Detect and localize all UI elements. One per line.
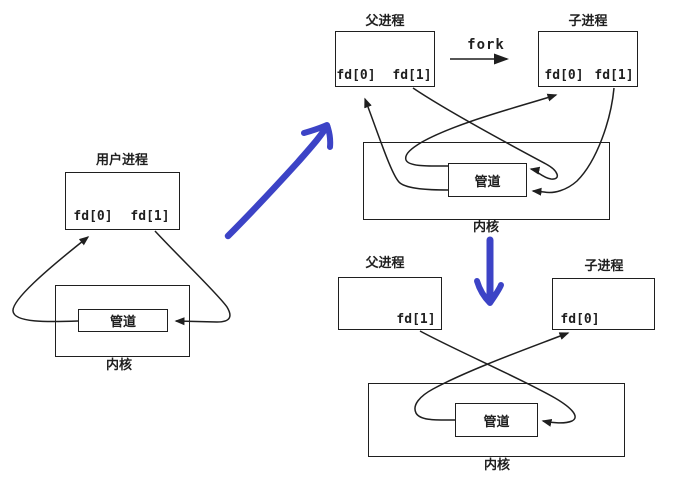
d3-parent-fd1-label: fd[1] <box>396 312 436 327</box>
d3-parent-write-curve <box>419 330 576 427</box>
d1-pipe-box: 管道 <box>78 309 168 332</box>
d3-child-process-label: 子进程 <box>584 258 624 273</box>
d3-pipe-box: 管道 <box>455 403 538 437</box>
d2-child-fd1-label: fd[1] <box>594 68 634 83</box>
d1-kernel-box <box>55 285 190 357</box>
d1-fd0-label: fd[0] <box>73 209 113 224</box>
d2-parent-process-label: 父进程 <box>365 13 405 28</box>
d2-pipe-box: 管道 <box>448 163 527 197</box>
d2-kernel-box <box>363 142 610 220</box>
d3-kernel-label: 内核 <box>483 457 511 472</box>
d2-child-write-curve <box>531 87 615 196</box>
d1-pipe-label: 管道 <box>109 314 136 329</box>
d2-child-fd0-label: fd[0] <box>544 68 584 83</box>
d1-fd1-label: fd[1] <box>130 209 170 224</box>
d2-kernel-label: 内核 <box>472 219 500 234</box>
d2-parent-write-curve <box>412 87 558 180</box>
d1-read-end-curve <box>12 236 90 323</box>
fork-label: fork <box>467 37 505 53</box>
d3-parent-process-box <box>338 277 442 330</box>
handdrawn-arrow-2 <box>474 236 504 306</box>
d2-child-process-label: 子进程 <box>568 13 608 28</box>
handdrawn-arrow-1 <box>224 122 334 240</box>
d3-kernel-box <box>368 383 625 457</box>
d3-parent-process-label: 父进程 <box>365 255 405 270</box>
d2-parent-read-curve <box>364 97 449 191</box>
user-process-label: 用户进程 <box>95 152 149 167</box>
d3-child-process-box <box>552 278 655 330</box>
d2-parent-fd1-label: fd[1] <box>392 68 432 83</box>
d2-child-process-box <box>538 31 638 87</box>
d1-write-end-curve <box>154 230 231 326</box>
d2-pipe-label: 管道 <box>474 173 501 189</box>
d3-pipe-label: 管道 <box>483 413 510 429</box>
d2-parent-process-box <box>335 31 435 87</box>
d2-child-read-curve <box>404 93 558 167</box>
d2-parent-fd0-label: fd[0] <box>336 68 376 83</box>
user-process-box <box>65 172 180 230</box>
d3-child-read-curve <box>414 332 570 421</box>
d3-child-fd0-label: fd[0] <box>560 312 600 327</box>
d1-kernel-label: 内核 <box>105 357 133 372</box>
